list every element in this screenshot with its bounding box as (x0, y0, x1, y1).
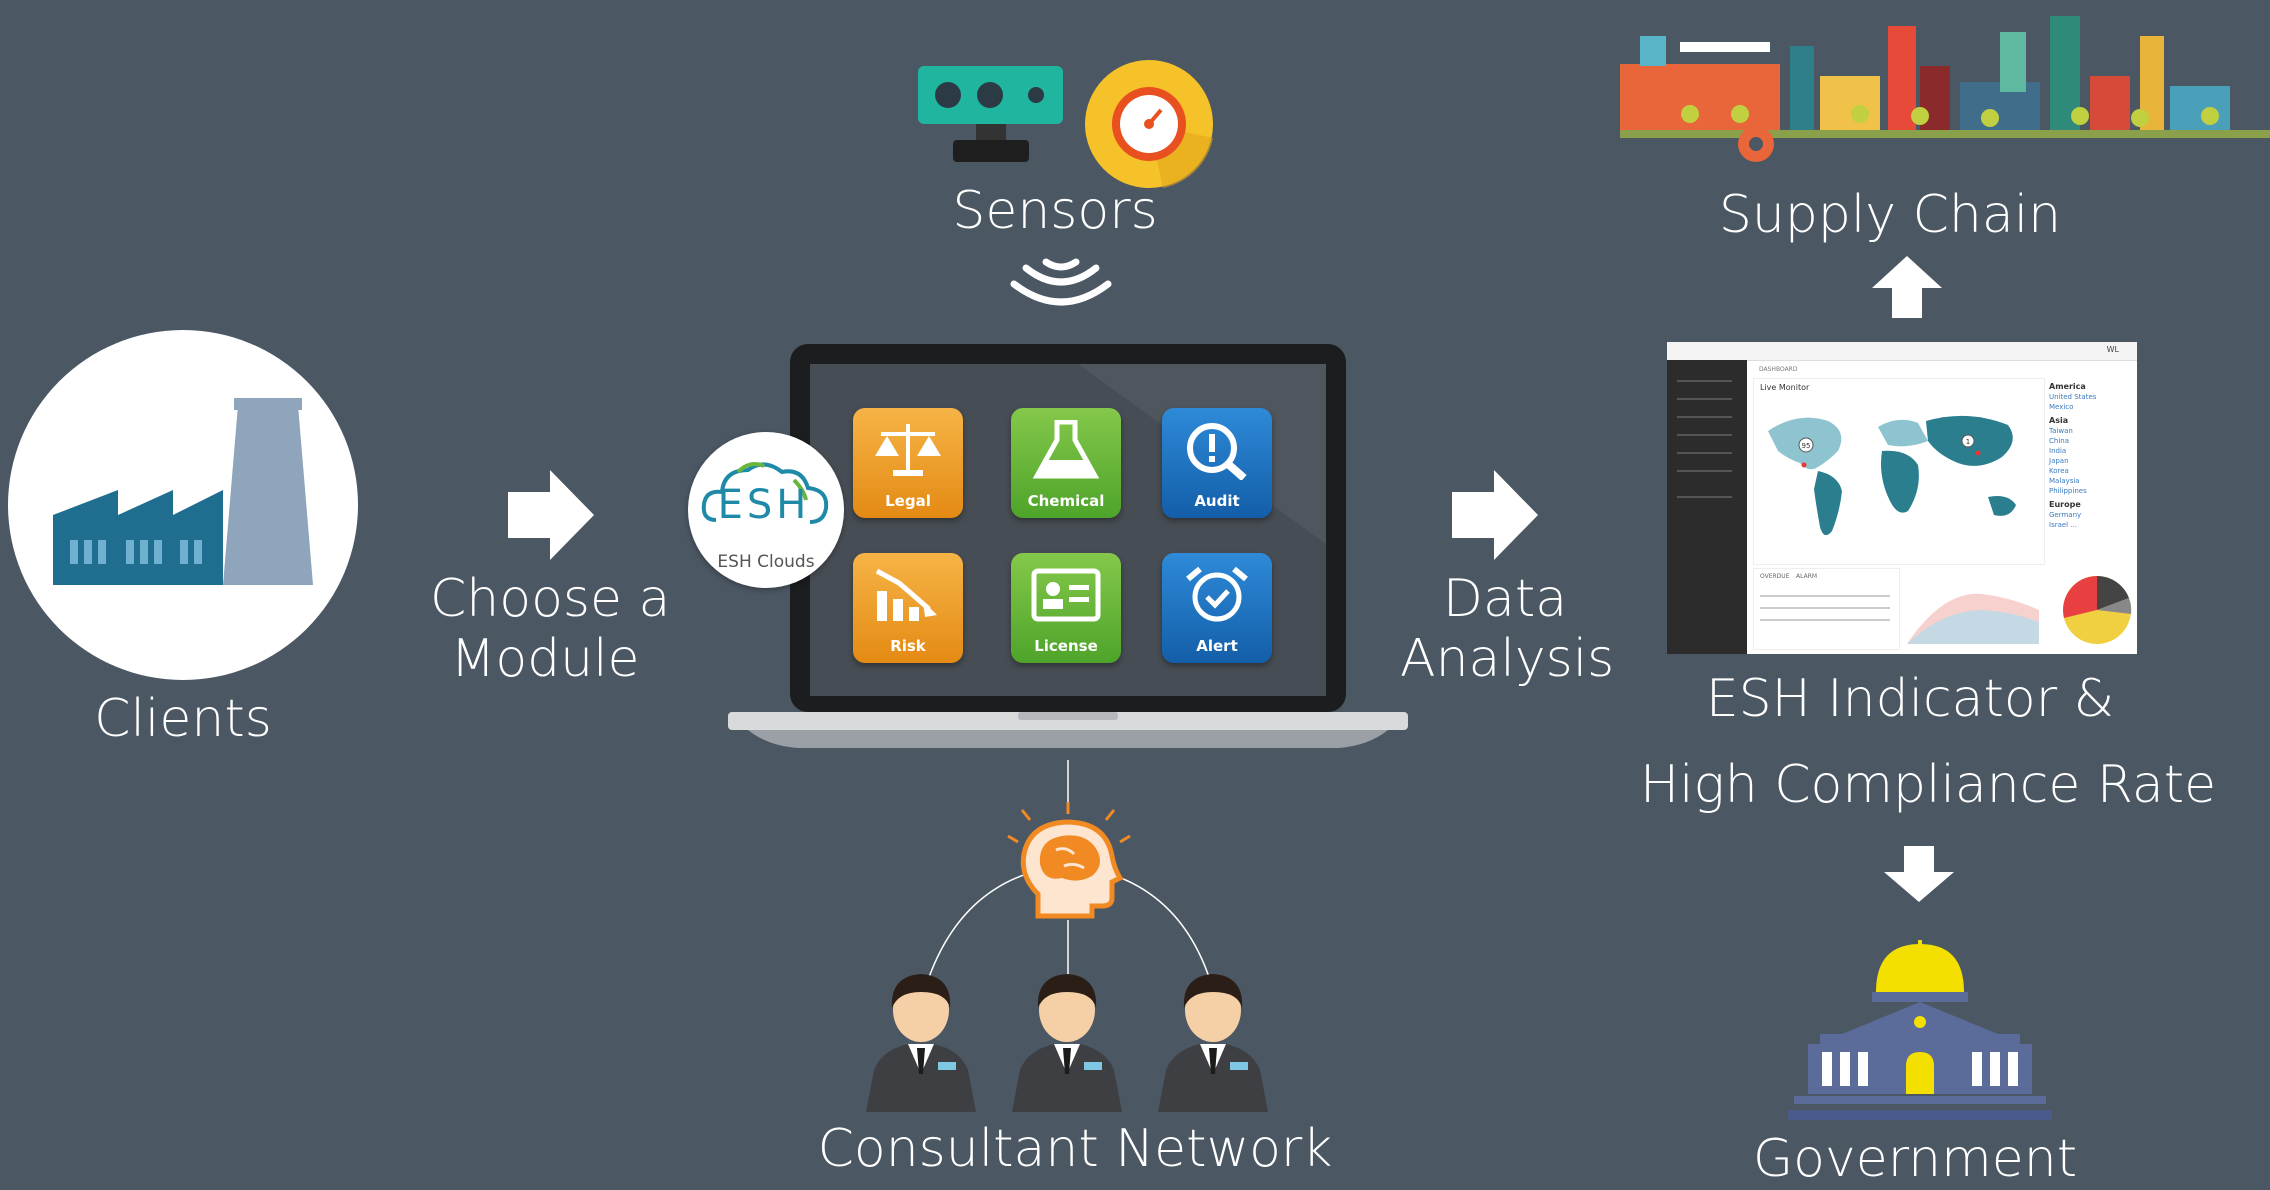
data-analysis-label-line2: Analysis (1400, 629, 1615, 689)
region-list: America United States Mexico Asia Taiwan… (2049, 382, 2134, 530)
live-monitor-title: Live Monitor (1760, 383, 1810, 392)
choose-module-label-line1: Choose a (430, 569, 671, 629)
data-analysis-label-line1: Data (1442, 569, 1568, 629)
region-item: Philippines (2049, 487, 2087, 495)
arrow-up-icon (1872, 256, 1942, 318)
region-name: America (2049, 382, 2086, 391)
module-label: Risk (890, 637, 926, 655)
license-card-icon (1031, 568, 1101, 622)
sidebar-line (1677, 416, 1732, 418)
region-item: Malaysia (2049, 477, 2080, 485)
region-name: Asia (2049, 416, 2069, 425)
consultant-person-icon (1012, 974, 1122, 1112)
region-item: United States (2049, 393, 2097, 401)
scales-icon (875, 424, 941, 476)
alarm-clock-icon (1186, 566, 1248, 622)
region-asia: Asia Taiwan China India Japan Korea Mala… (2049, 416, 2134, 496)
dashboard-tab[interactable]: DASHBOARD (1759, 366, 1798, 373)
arrow-down-icon (1884, 846, 1954, 902)
region-item: Israel ... (2049, 521, 2078, 529)
sidebar-line (1677, 496, 1732, 498)
map-marker-2: 1 (1966, 438, 1970, 446)
logo-caption: ESH Clouds (717, 552, 815, 572)
risk-chart-icon (875, 568, 937, 621)
esh-clouds-logo: ESH ESH Clouds (688, 432, 844, 588)
clients-label: Clients (94, 689, 272, 749)
consultant-network-label: Consultant Network (817, 1119, 1333, 1179)
module-label: Chemical (1027, 492, 1105, 510)
sidebar-line (1677, 434, 1732, 436)
region-item: Mexico (2049, 403, 2074, 411)
arrow-right-icon (508, 470, 594, 560)
brain-head-icon (1007, 802, 1131, 919)
region-item: Japan (2049, 457, 2069, 465)
camera-sensor-icon (918, 66, 1063, 162)
area-chart-icon (1907, 593, 2039, 644)
module-label: License (1034, 637, 1098, 655)
module-chemical[interactable]: Chemical (1011, 408, 1121, 518)
module-label: Audit (1194, 492, 1240, 510)
region-europe: Europe Germany Israel ... (2049, 500, 2134, 530)
table-row (1760, 607, 1890, 609)
module-label: Alert (1196, 637, 1238, 655)
module-label: Legal (885, 492, 931, 510)
esh-indicator-label-line2: High Compliance Rate (1640, 755, 2217, 815)
module-legal[interactable]: Legal (853, 408, 963, 518)
region-item: China (2049, 437, 2069, 445)
sidebar-line (1677, 452, 1732, 454)
sidebar-line (1677, 380, 1732, 382)
table-row (1760, 595, 1890, 597)
region-item: Germany (2049, 511, 2082, 519)
flask-icon (1032, 420, 1100, 479)
module-license[interactable]: License (1011, 553, 1121, 663)
sidebar-line (1677, 470, 1732, 472)
supply-chain-label: Supply Chain (1718, 185, 2062, 245)
supply-chain-industry-icon (1620, 16, 2270, 162)
audit-magnifier-icon (1187, 423, 1247, 480)
region-item: Taiwan (2049, 427, 2073, 435)
table-tab-alarm[interactable]: ALARM (1796, 573, 1818, 580)
region-item: India (2049, 447, 2067, 455)
esh-indicator-label-line1: ESH Indicator & (1705, 669, 2115, 729)
dashboard-screenshot: WL DASHBOARD Live Monitor 95 1 America (1667, 342, 2137, 654)
cloud-logo-icon: ESH (701, 462, 829, 528)
region-america: America United States Mexico (2049, 382, 2134, 412)
alerts-table: OVERDUE ALARM (1753, 568, 1900, 650)
factory-icon (8, 330, 358, 680)
region-item: Korea (2049, 467, 2069, 475)
government-building-icon (1788, 940, 2052, 1120)
arrow-right-icon (1452, 470, 1538, 560)
dashboard-sidebar (1667, 360, 1747, 654)
gauge-sensor-icon (1085, 60, 1213, 188)
module-alert[interactable]: Alert (1162, 553, 1272, 663)
table-tab-overdue[interactable]: OVERDUE (1760, 573, 1790, 580)
sensors-label: Sensors (952, 181, 1158, 241)
pie-chart-icon (2063, 575, 2132, 644)
dashboard-user: WL (2106, 345, 2119, 354)
wireless-signal-icon (1010, 258, 1112, 306)
government-label: Government (1752, 1129, 2078, 1189)
world-map-icon: 95 1 (1768, 415, 2016, 536)
logo-letters: ESH (718, 482, 811, 528)
sidebar-line (1677, 398, 1732, 400)
live-monitor-panel: Live Monitor 95 1 (1753, 378, 2045, 565)
dashboard-topbar: WL (1667, 342, 2137, 361)
map-marker-1: 95 (1802, 442, 1811, 450)
region-name: Europe (2049, 500, 2081, 509)
consultant-person-icon (1158, 974, 1268, 1112)
table-row (1760, 619, 1890, 621)
module-audit[interactable]: Audit (1162, 408, 1272, 518)
choose-module-label-line2: Module (450, 629, 640, 689)
consultant-person-icon (866, 974, 976, 1112)
module-risk[interactable]: Risk (853, 553, 963, 663)
